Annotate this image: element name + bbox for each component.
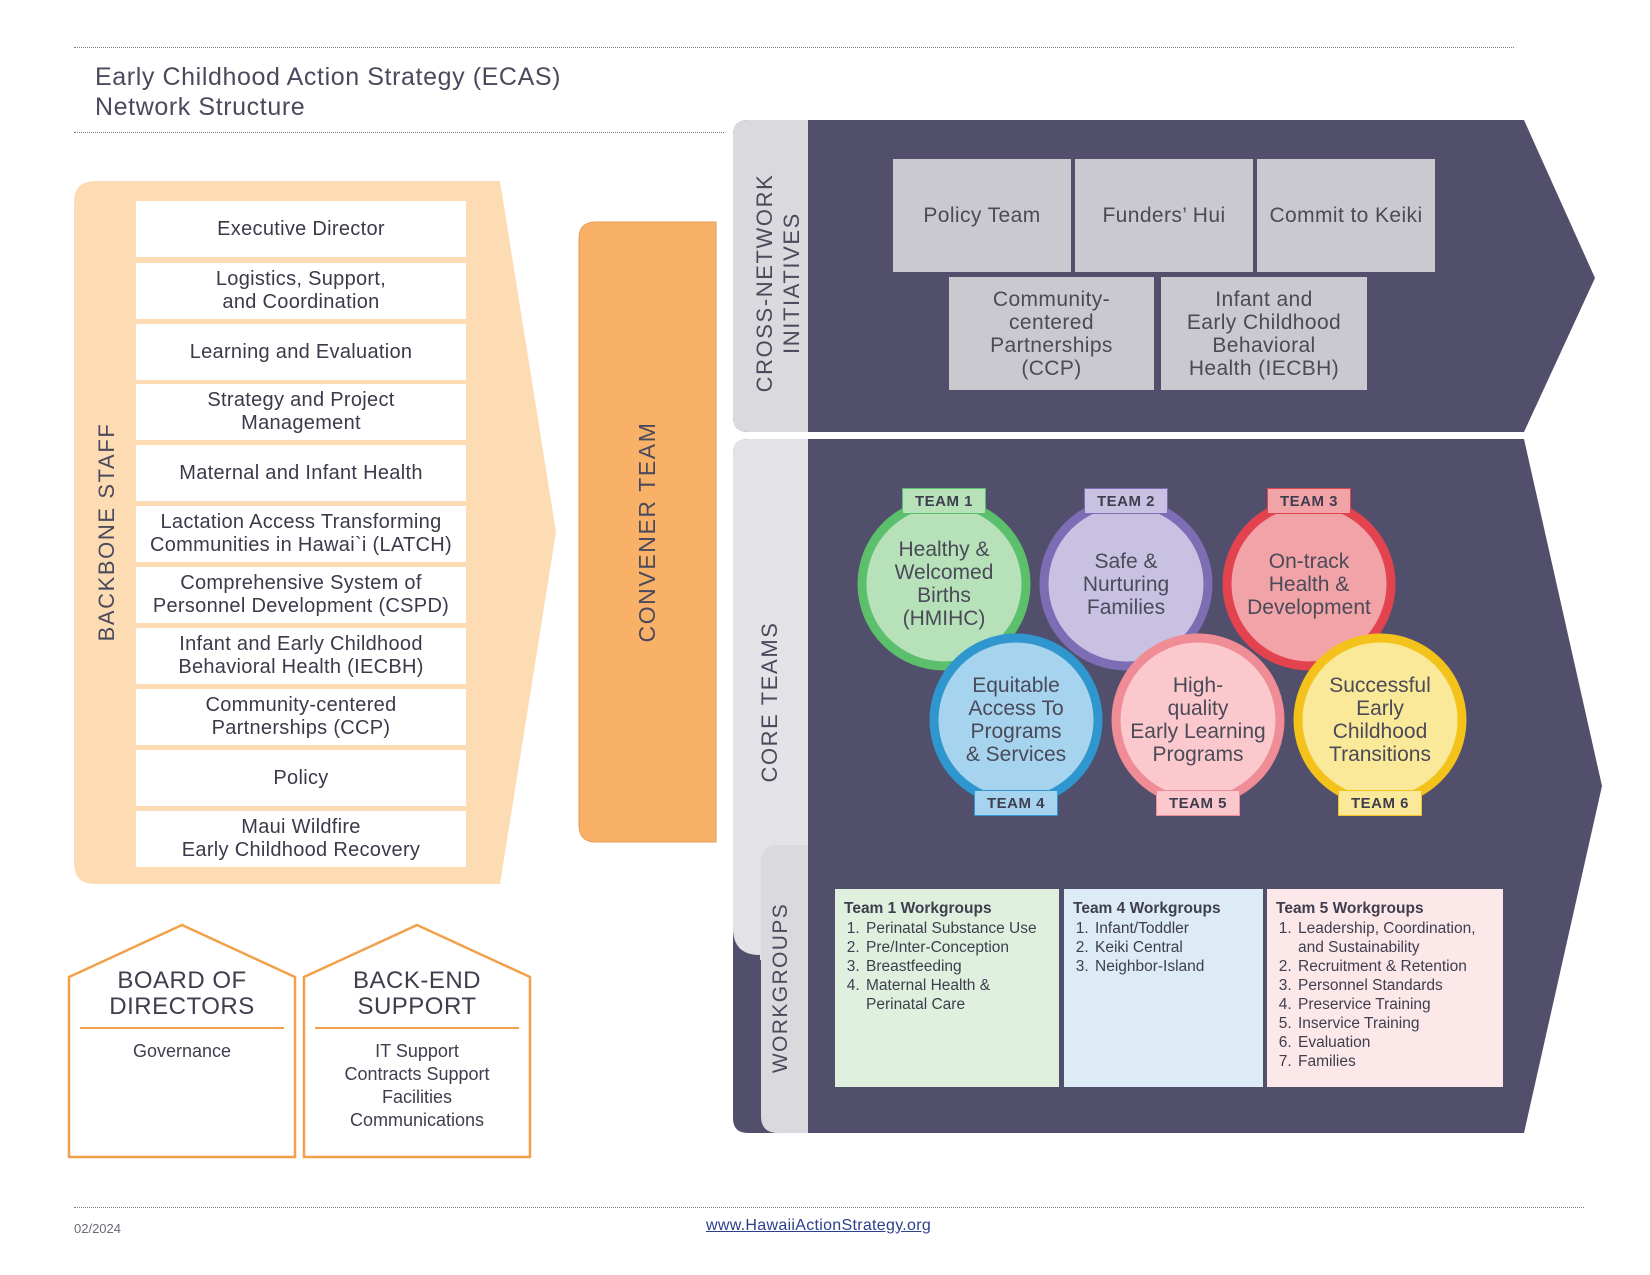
board-house	[67, 923, 297, 1159]
backbone-staff-item: Lactation Access Transforming Communitie…	[136, 506, 466, 562]
page-title: Early Childhood Action Strategy (ECAS) N…	[95, 62, 561, 122]
workgroup-team4-title: Team 4 Workgroups	[1073, 900, 1221, 917]
workgroup-item: Breastfeeding	[864, 957, 1050, 976]
workgroup-team1: Team 1 Workgroups Perinatal Substance Us…	[835, 889, 1059, 1087]
backbone-staff-item: Policy	[136, 750, 466, 806]
workgroup-team1-title: Team 1 Workgroups	[844, 900, 992, 917]
backbone-staff-item: Executive Director	[136, 201, 466, 257]
initiative-ccp: Community- centered Partnerships (CCP)	[949, 277, 1154, 390]
team-tag: TEAM 4	[974, 790, 1058, 816]
footer-website-link[interactable]: www.HawaiiActionStrategy.org	[706, 1217, 932, 1234]
workgroup-item: Neighbor-Island	[1093, 957, 1254, 976]
workgroups-tab	[761, 845, 808, 1133]
top-rule	[74, 47, 1514, 48]
page-title-line2: Network Structure	[95, 93, 306, 121]
footer-date: 02/2024	[74, 1221, 121, 1236]
team-tag: TEAM 5	[1156, 790, 1240, 816]
backbone-staff-item: Comprehensive System of Personnel Develo…	[136, 567, 466, 623]
initiative-commit-to-keiki: Commit to Keiki	[1257, 159, 1435, 272]
backbone-staff-item: Community-centered Partnerships (CCP)	[136, 689, 466, 745]
initiative-policy-team: Policy Team	[893, 159, 1071, 272]
workgroup-item: Infant/Toddler	[1093, 919, 1254, 938]
workgroup-item: Inservice Training	[1296, 1014, 1494, 1033]
backbone-staff-item: Logistics, Support, and Coordination	[136, 263, 466, 319]
board-of-directors-body: Governance	[132, 1041, 232, 1061]
initiative-funders-hui: Funders’ Hui	[1075, 159, 1253, 272]
back-end-support-title: BACK-END SUPPORT	[352, 967, 482, 1020]
footer-rule	[74, 1207, 1584, 1208]
title-rule	[74, 132, 724, 133]
workgroup-item: Preservice Training	[1296, 995, 1494, 1014]
workgroup-team4: Team 4 Workgroups Infant/Toddler Keiki C…	[1064, 889, 1263, 1087]
workgroup-team5: Team 5 Workgroups Leadership, Coordinati…	[1267, 889, 1503, 1087]
team-name: Equitable Access To Programs & Services	[965, 674, 1067, 766]
workgroup-item: Families	[1296, 1052, 1494, 1071]
workgroup-item: Keiki Central	[1093, 938, 1254, 957]
page-title-line1: Early Childhood Action Strategy (ECAS)	[95, 63, 562, 91]
team-tag: TEAM 3	[1267, 488, 1351, 514]
convener-bar	[578, 221, 717, 843]
backbone-staff-item: Infant and Early Childhood Behavioral He…	[136, 628, 466, 684]
workgroup-team5-title: Team 5 Workgroups	[1276, 900, 1424, 917]
cross-network-tab	[733, 120, 808, 432]
backend-house	[302, 923, 532, 1159]
core-teams-tab	[733, 439, 808, 960]
backbone-staff-item: Maui Wildfire Early Childhood Recovery	[136, 811, 466, 867]
back-end-support-body: IT Support Contracts Support Facilities …	[344, 1041, 490, 1130]
backbone-staff-item: Learning and Evaluation	[136, 324, 466, 380]
workgroup-item: Recruitment & Retention	[1296, 957, 1494, 976]
team-tag: TEAM 2	[1084, 488, 1168, 514]
board-of-directors-title: BOARD OF DIRECTORS	[109, 967, 255, 1020]
team-tag: TEAM 6	[1338, 790, 1422, 816]
backbone-staff-item: Strategy and Project Management	[136, 384, 466, 440]
team-tag: TEAM 1	[902, 488, 986, 514]
workgroup-item: Personnel Standards	[1296, 976, 1494, 995]
backbone-staff-item: Maternal and Infant Health	[136, 445, 466, 501]
team-name: Healthy & Welcomed Births (HMIHC)	[894, 538, 994, 630]
workgroup-item: Maternal Health & Perinatal Care	[864, 976, 1050, 1014]
workgroup-item: Leadership, Coordination, and Sustainabi…	[1296, 919, 1494, 957]
workgroup-item: Evaluation	[1296, 1033, 1494, 1052]
team-name: On-track Health & Development	[1247, 549, 1371, 619]
team-name: Successful Early Childhood Transitions	[1329, 674, 1431, 766]
team-name: Safe & Nurturing Families	[1082, 549, 1170, 619]
initiative-iecbh: Infant and Early Childhood Behavioral He…	[1161, 277, 1367, 390]
team-name: High- quality Early Learning Programs	[1130, 674, 1266, 766]
workgroup-item: Pre/Inter-Conception	[864, 938, 1050, 957]
workgroup-item: Perinatal Substance Use	[864, 919, 1050, 938]
